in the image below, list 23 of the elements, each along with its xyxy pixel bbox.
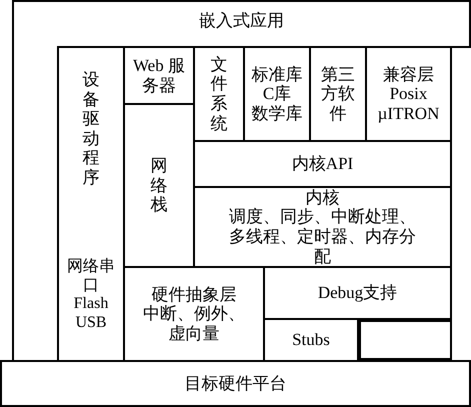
layer-label: µITRON [378, 104, 440, 124]
layer-label: 兼容层 [383, 64, 434, 84]
layer-label: 第三方软件 [320, 64, 356, 124]
layer-label: 网络串口 Flash USB [66, 258, 116, 332]
layer-label: Web 服务器 [133, 56, 185, 96]
layer-label: 嵌入式应用 [199, 11, 284, 31]
layer-label: 调度、同步、中断处理、多线程、定时器、内存分配 [228, 207, 417, 266]
layer-label: C库 [262, 84, 292, 104]
layer-label: 目标硬件平台 [184, 374, 286, 394]
layer-label: 网络栈 [150, 156, 168, 215]
application-frame [12, 0, 471, 362]
layer-title: 硬件抽象层 [150, 284, 238, 304]
layer-label: 数学库 [252, 104, 302, 124]
layer-label: 文件系统 [210, 54, 228, 134]
layer-label: 内核API [292, 154, 354, 174]
layer-title: 设备驱动程序 [82, 70, 100, 188]
layer-label: Stubs [292, 330, 330, 350]
layer-label: 中断、例外、虚向量 [142, 304, 246, 344]
layer-label: Debug支持 [318, 283, 398, 303]
layer-title: 内核 [304, 188, 340, 208]
layer-box [0, 360, 471, 407]
layer-label: 标准库 [252, 64, 302, 84]
layer-label: Posix [390, 84, 428, 104]
